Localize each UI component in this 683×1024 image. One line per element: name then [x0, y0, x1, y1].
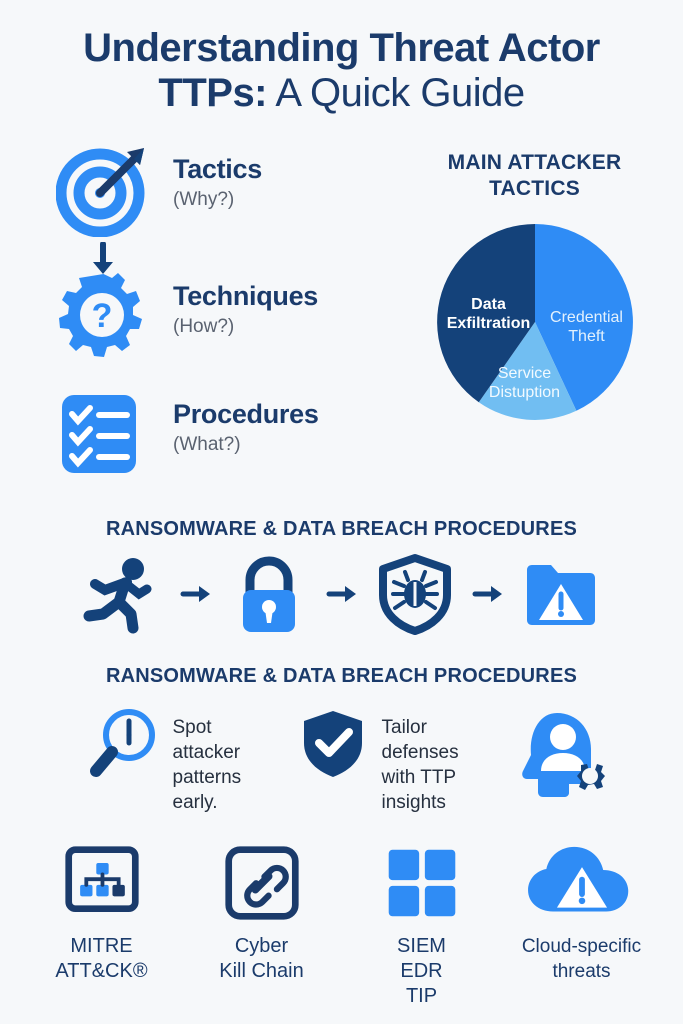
gear-question-icon: ? — [56, 269, 151, 364]
title-ttps: TTPs: — [158, 71, 268, 115]
framework-label-mitre-attack: MITRE ATT&CK® — [55, 935, 148, 982]
head-gear-person-icon — [509, 705, 605, 801]
framework-mitre-attack: MITRE ATT&CK® — [31, 840, 173, 984]
section-heading-procedures-1: RANSOMWARE & DATA BREACH PROCEDURES — [105, 518, 578, 540]
org-chart-icon — [31, 840, 173, 926]
padlock-icon — [227, 552, 311, 636]
benefit-text-tailor-defenses: Tailor defenses with TTP insights — [381, 717, 459, 813]
benefits-row: Spot attacker patterns early. Tailor def… — [0, 705, 683, 815]
ttp-text-techniques: Techniques (How?) — [173, 269, 318, 340]
benefit-tailor-defenses: Tailor defenses with TTP insights — [294, 705, 487, 815]
running-person-icon — [81, 552, 165, 636]
framework-cloud-threats: Cloud-specific threats — [511, 840, 653, 984]
checklist-icon — [56, 387, 151, 482]
process-chain — [0, 552, 683, 636]
shield-check-icon — [294, 705, 372, 783]
ttp-item-techniques: ? Techniques (How?) — [56, 269, 386, 369]
framework-label-cloud-threats: Cloud-specific threats — [521, 936, 642, 982]
ttp-name-procedures: Procedures — [173, 399, 319, 429]
framework-cyber-kill-chain: Cyber Kill Chain — [191, 840, 333, 984]
ttp-sub-procedures: (What?) — [173, 434, 241, 455]
ttp-list: Tactics (Why?) ? — [55, 142, 386, 487]
ttp-item-procedures: Procedures (What?) — [56, 387, 386, 487]
ttp-sub-tactics: (Why?) — [173, 189, 235, 210]
title-subtitle: A Quick Guide — [267, 71, 525, 115]
ttp-sub-techniques: (How?) — [173, 316, 235, 337]
pie-slice-data-exfiltration — [436, 224, 535, 403]
pie-chart: Data Exfiltration Credential Theft Servi… — [435, 222, 635, 422]
svg-text:?: ? — [92, 297, 113, 335]
pie-title-line-1: MAIN ATTACKER — [447, 151, 622, 174]
magnifier-clock-icon — [85, 705, 163, 783]
section-heading-procedures-2: RANSOMWARE & DATA BREACH PROCEDURES — [105, 665, 578, 687]
pie-title-line-2: TACTICS — [489, 177, 580, 200]
four-squares-icon — [351, 840, 493, 926]
benefit-spot-patterns: Spot attacker patterns early. — [85, 705, 278, 815]
folder-warning-icon — [519, 552, 603, 636]
framework-label-siem-edr-tip: SIEM EDR TIP — [397, 935, 446, 1007]
pie-slice-service-disruption — [478, 322, 576, 420]
title-line-1: Understanding Threat Actor — [83, 26, 600, 70]
ttp-text-procedures: Procedures (What?) — [173, 387, 319, 458]
ttp-text-tactics: Tactics (Why?) — [173, 142, 262, 213]
framework-siem-edr-tip: SIEM EDR TIP — [351, 840, 493, 1009]
page-title: Understanding Threat Actor TTPs: A Quick… — [0, 26, 683, 116]
pie-slice-credential-theft — [534, 224, 633, 411]
ttp-name-techniques: Techniques — [173, 281, 319, 311]
ttp-item-tactics: Tactics (Why?) — [55, 142, 386, 274]
shield-bug-icon — [373, 552, 457, 636]
pie-chart-title: MAIN ATTACKER TACTICS — [392, 150, 677, 202]
arrow-right-icon — [325, 579, 359, 609]
target-arrow-icon — [55, 142, 151, 238]
pie-chart-block: MAIN ATTACKER TACTICS Data Exfiltration … — [392, 150, 677, 422]
ttp-name-tactics: Tactics — [173, 154, 262, 184]
arrow-right-icon — [179, 579, 213, 609]
arrow-right-icon — [471, 579, 505, 609]
arrow-down-icon — [90, 241, 116, 275]
cloud-warning-icon — [511, 840, 653, 926]
link-chain-icon — [191, 840, 333, 926]
title-line-2: TTPs: A Quick Guide — [0, 71, 683, 116]
framework-label-cyber-kill-chain: Cyber Kill Chain — [219, 935, 304, 982]
benefit-text-spot-patterns: Spot attacker patterns early. — [172, 717, 242, 813]
frameworks-row: MITRE ATT&CK® Cyber Kill Chain — [0, 840, 683, 1009]
benefit-head-gear — [509, 705, 605, 801]
